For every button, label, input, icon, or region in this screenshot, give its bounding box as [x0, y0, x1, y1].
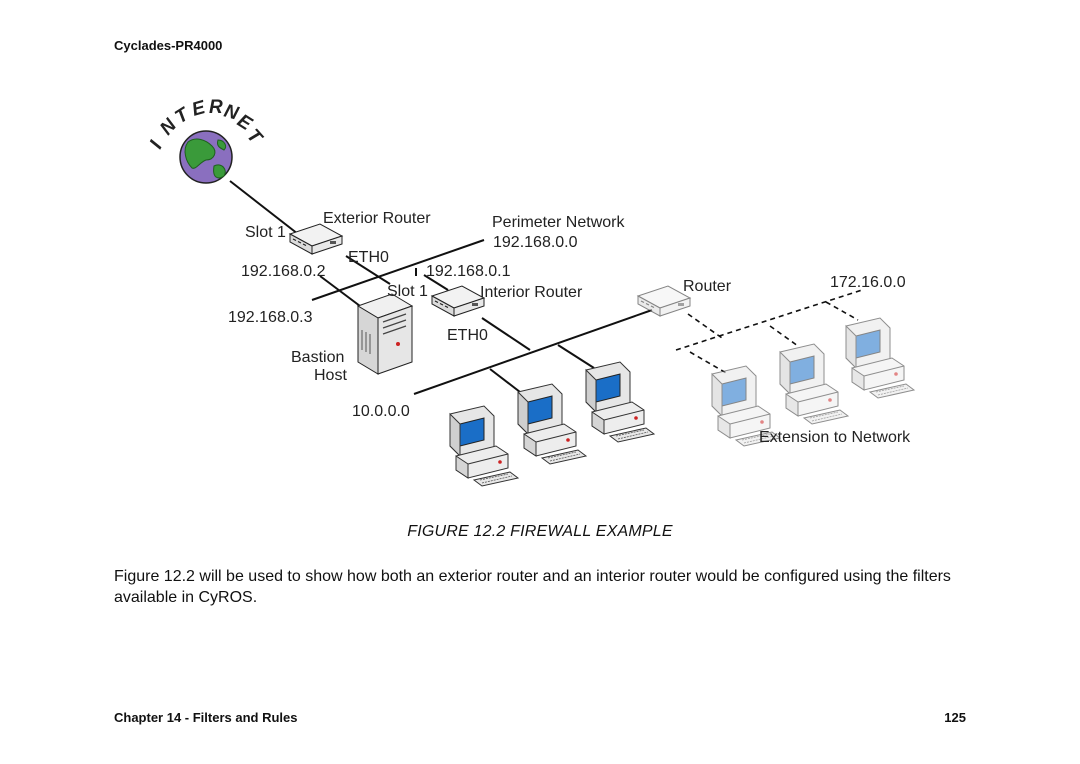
host-label: Host	[314, 367, 347, 384]
svg-text:E: E	[190, 97, 209, 121]
bastion-host-icon	[356, 293, 414, 375]
slot1-exterior-label: Slot 1	[245, 224, 286, 241]
footer-chapter: Chapter 14 - Filters and Rules	[114, 710, 298, 725]
bastion-label: Bastion	[291, 349, 344, 366]
exterior-router-icon	[289, 223, 343, 255]
internal-network-label: 10.0.0.0	[352, 403, 410, 420]
header-title: Cyclades-PR4000	[114, 38, 223, 53]
slot1-interior-label: Slot 1	[387, 283, 428, 300]
ip-bastion-label: 192.168.0.3	[228, 309, 313, 326]
footer-page-number: 125	[944, 710, 966, 725]
network-links	[229, 180, 653, 395]
workstation-icon	[517, 383, 587, 465]
workstation-icon	[779, 343, 849, 425]
figure-caption: FIGURE 12.2 FIREWALL EXAMPLE	[407, 523, 673, 540]
firewall-diagram: I N T E R N E T	[146, 97, 915, 487]
workstation-icon	[585, 361, 655, 443]
perimeter-ip-label: 192.168.0.0	[493, 234, 578, 251]
svg-text:R: R	[209, 97, 223, 118]
eth0-interior-label: ETH0	[447, 327, 488, 344]
extension-ip-label: 172.16.0.0	[830, 274, 906, 291]
workstation-icon	[449, 405, 519, 487]
exterior-router-label: Exterior Router	[323, 210, 431, 227]
extension-network-label: Extension to Network	[759, 429, 911, 446]
ip-interior-label: 192.168.0.1	[426, 263, 511, 280]
workstation-icon	[845, 317, 915, 399]
eth0-exterior-label: ETH0	[348, 249, 389, 266]
perimeter-network-label: Perimeter Network	[492, 214, 625, 231]
ip-exterior-label: 192.168.0.2	[241, 263, 326, 280]
interior-router-icon	[431, 285, 485, 317]
internet-globe-icon	[179, 130, 233, 184]
interior-router-label: Interior Router	[480, 284, 583, 301]
svg-text:I: I	[146, 137, 167, 152]
body-paragraph: Figure 12.2 will be used to show how bot…	[114, 568, 951, 606]
router-label: Router	[683, 278, 732, 295]
extension-links	[675, 289, 863, 375]
